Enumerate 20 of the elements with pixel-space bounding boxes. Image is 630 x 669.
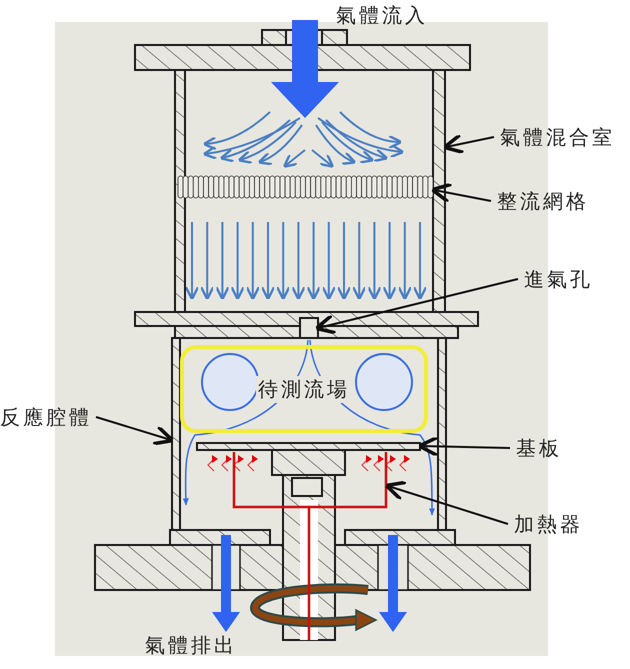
leader-line: [314, 278, 518, 335]
part-label: 加熱器: [514, 512, 583, 536]
leader-line: [442, 133, 494, 154]
leader-line: [96, 416, 175, 446]
chamber-wall: [432, 69, 446, 313]
part-label: 氣體混合室: [500, 125, 615, 149]
flow-field-box: 待測流場: [180, 345, 428, 433]
flow-label: 氣體排出: [145, 633, 237, 657]
part-label: 基板: [516, 436, 562, 460]
flow-grid: [178, 176, 434, 198]
substrate-plate: [196, 442, 421, 451]
leader-line: [417, 436, 510, 458]
part-label: 整流網格: [497, 189, 589, 213]
part-label: 反應腔體: [0, 405, 92, 429]
leader-line: [430, 182, 492, 204]
heater-wire: [232, 450, 388, 642]
flow-label: 氣體流入: [336, 3, 428, 27]
leader-line: [384, 480, 508, 525]
chamber-wall: [171, 337, 181, 531]
part-label: 進氣孔: [524, 267, 593, 291]
